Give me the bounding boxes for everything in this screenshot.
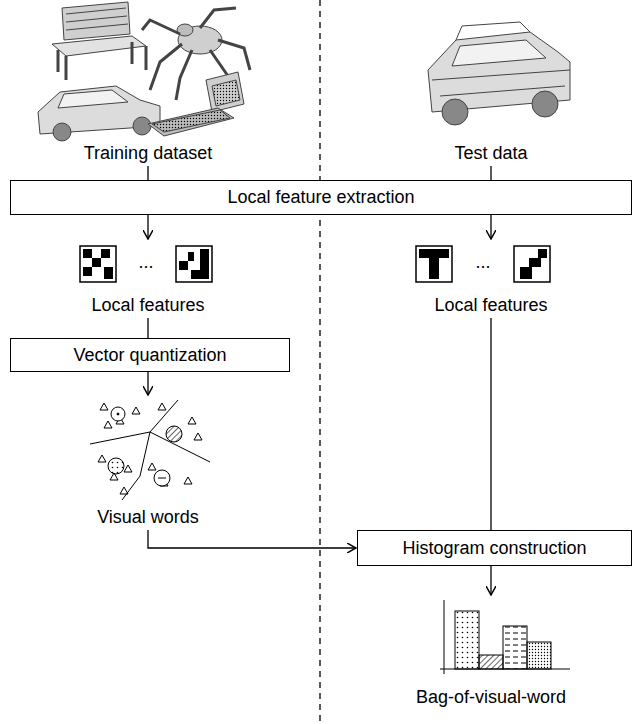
process-box: Local feature extraction	[10, 180, 632, 215]
histogram-chart	[440, 600, 570, 674]
process-box: Vector quantization	[10, 338, 290, 372]
visual-words-plot	[90, 400, 210, 500]
training-models	[38, 2, 570, 141]
stage-label: Local features	[89, 295, 206, 316]
stage-label: Visual words	[95, 507, 201, 528]
divider	[319, 0, 320, 724]
stage-label: Bag-of-visual-word	[414, 687, 568, 708]
feature-icons	[80, 246, 550, 282]
stage-label: Test data	[452, 143, 529, 164]
process-box: Histogram construction	[357, 530, 632, 566]
box-label: Local feature extraction	[219, 187, 422, 208]
ellipsis-mark: ...	[136, 252, 155, 273]
stage-label: Local features	[432, 295, 549, 316]
ellipsis-mark: ...	[473, 252, 492, 273]
stage-label: Training dataset	[82, 143, 214, 164]
box-label: Vector quantization	[65, 345, 234, 366]
box-label: Histogram construction	[394, 538, 594, 559]
